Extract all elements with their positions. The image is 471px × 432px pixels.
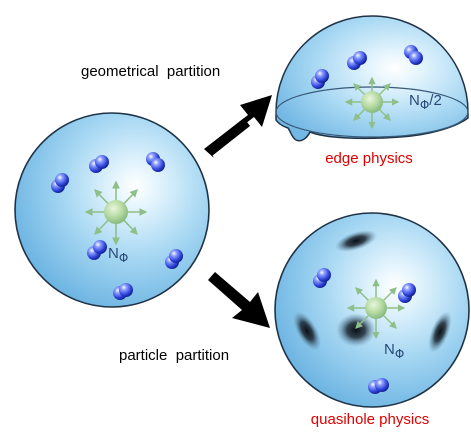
electron-particle-icon: [404, 45, 423, 65]
flux-label-full: NΦ: [108, 245, 128, 265]
electron-particle-icon: [87, 240, 107, 260]
geometrical-partition-label: geometrical partition: [81, 63, 220, 80]
quasihole-blob-icon: [334, 230, 378, 252]
electron-particle-icon: [113, 283, 133, 300]
flux-label-half: NΦ/2: [409, 92, 442, 112]
particles-full-sphere: [51, 152, 183, 300]
thick-black-arrow-icon: [208, 272, 270, 328]
electron-particle-icon: [311, 69, 329, 89]
monopole-ball: [365, 297, 387, 319]
electron-particle-icon: [51, 173, 69, 193]
particles-quasihole-sphere: [313, 268, 416, 394]
monopole-ball: [104, 200, 128, 224]
quasihole-blob-icon: [428, 311, 452, 353]
electron-particle-icon: [89, 155, 109, 173]
electron-particle-icon: [313, 268, 331, 288]
flux-label-quasihole: NΦ: [384, 341, 404, 361]
quasihole-physics-caption: quasihole physics: [311, 411, 429, 428]
quasihole-blob-icon: [293, 311, 321, 351]
particles-hemisphere: [311, 45, 423, 89]
electron-particle-icon: [398, 283, 416, 303]
monopole-ball: [361, 91, 383, 113]
thick-black-arrow-icon: [204, 95, 272, 158]
electron-particle-icon: [347, 51, 367, 70]
electron-particle-icon: [146, 152, 165, 172]
edge-physics-caption: edge physics: [325, 150, 413, 167]
particle-partition-label: particle partition: [119, 347, 229, 364]
quasihole-blobs: [293, 230, 452, 353]
electron-particle-icon: [368, 378, 389, 394]
quasihole-blob-icon: [336, 313, 376, 347]
electron-particle-icon: [165, 249, 183, 269]
